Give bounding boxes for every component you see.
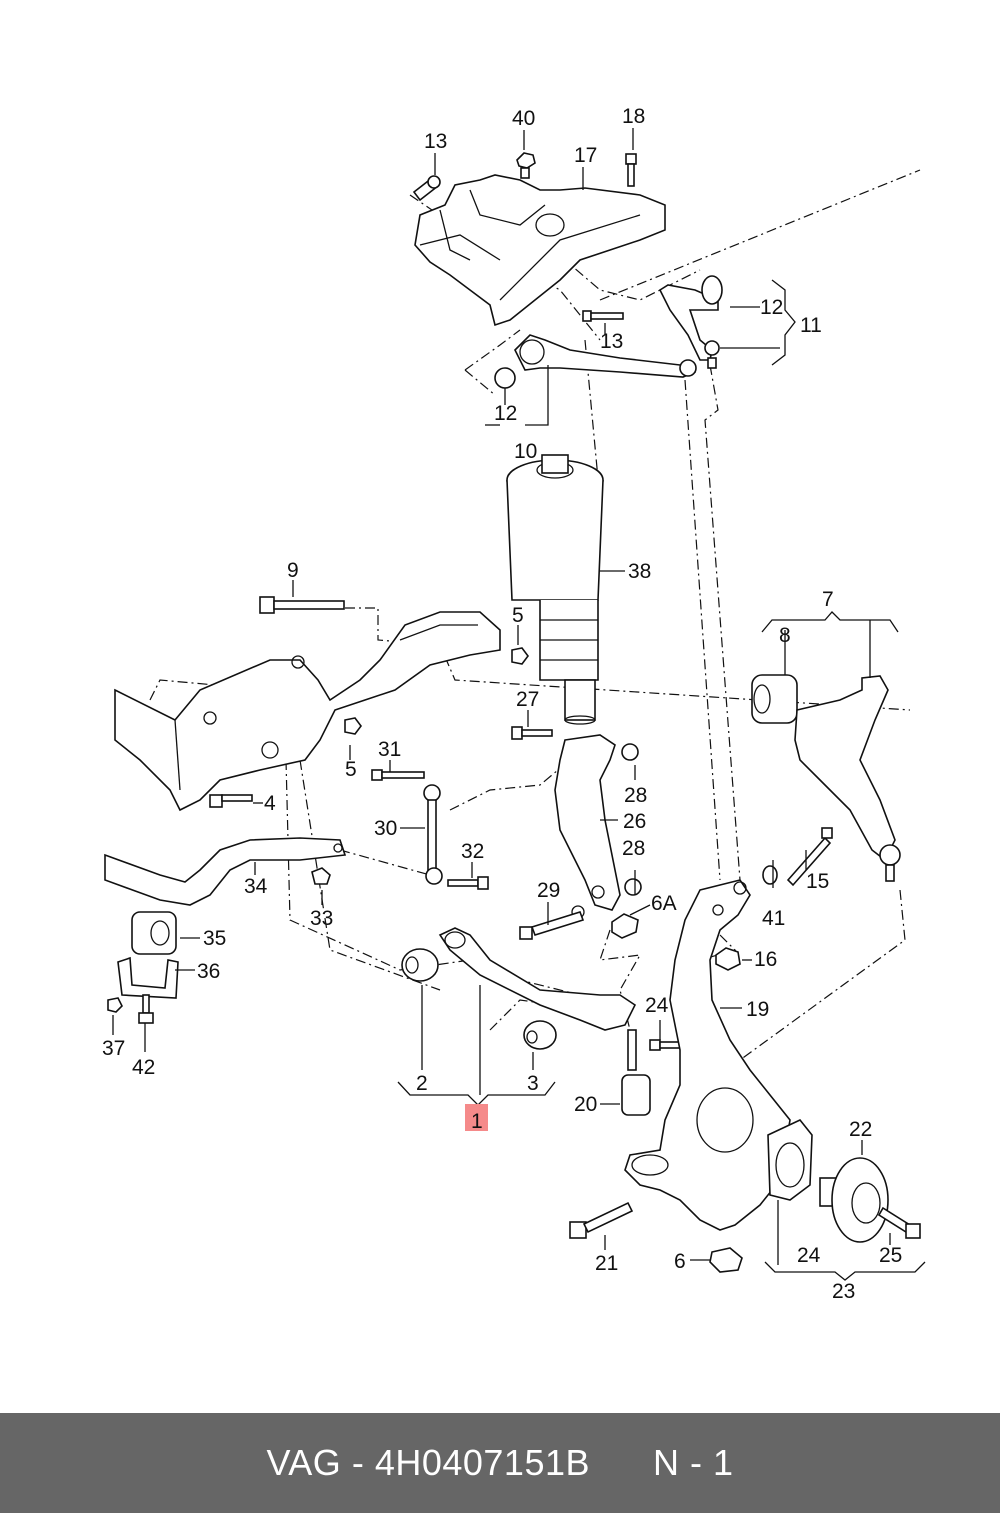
part-number-text: 4H0407151B bbox=[374, 1442, 590, 1483]
bolt-25 bbox=[877, 1206, 921, 1239]
bolt-31 bbox=[371, 769, 425, 781]
nut-28-lower bbox=[624, 878, 642, 896]
part-1-lower-control-arm bbox=[438, 927, 637, 1031]
label-35: 35 bbox=[203, 927, 226, 950]
label-23: 23 bbox=[832, 1280, 855, 1303]
label-25: 25 bbox=[879, 1244, 902, 1267]
label-9: 9 bbox=[287, 559, 299, 582]
label-15: 15 bbox=[806, 870, 829, 893]
label-1: 1 bbox=[471, 1110, 483, 1133]
part-2-bushing bbox=[401, 948, 439, 982]
label-11: 11 bbox=[800, 314, 822, 337]
label-12: 12 bbox=[760, 296, 783, 319]
nut-5-lower bbox=[344, 717, 362, 735]
separator-text: - bbox=[341, 1442, 375, 1483]
label-6A: 6A bbox=[651, 892, 677, 915]
label-17: 17 bbox=[574, 144, 597, 167]
label-37: 37 bbox=[102, 1037, 125, 1060]
nut-6 bbox=[709, 1247, 743, 1273]
label-31: 31 bbox=[378, 738, 401, 761]
position-text: N - 1 bbox=[653, 1442, 734, 1483]
highlight-label-1 bbox=[465, 1104, 488, 1131]
part-35-bushing bbox=[131, 911, 177, 955]
bolt-32 bbox=[447, 876, 489, 890]
bolt-27 bbox=[511, 726, 553, 740]
label-26: 26 bbox=[623, 810, 646, 833]
nut-6A bbox=[611, 913, 639, 939]
label-8: 8 bbox=[779, 624, 791, 647]
label-4: 4 bbox=[264, 792, 276, 815]
nut-16 bbox=[715, 947, 741, 971]
subframe bbox=[114, 611, 501, 812]
brand-text: VAG bbox=[266, 1442, 342, 1483]
label-20: 20 bbox=[574, 1093, 597, 1116]
bolt-15 bbox=[786, 827, 833, 887]
label-10: 10 bbox=[514, 440, 537, 463]
part-34-stabilizer-bar bbox=[104, 837, 347, 906]
label-34: 34 bbox=[244, 875, 268, 898]
label-22: 22 bbox=[849, 1118, 872, 1141]
bolt-21 bbox=[569, 1201, 634, 1239]
label-24: 24 bbox=[645, 994, 669, 1017]
washer-41 bbox=[762, 865, 778, 885]
bolt-42 bbox=[138, 994, 154, 1024]
part-3-bushing bbox=[523, 1020, 557, 1050]
label-30: 30 bbox=[374, 817, 397, 840]
label-16: 16 bbox=[754, 948, 777, 971]
nut-28-upper bbox=[621, 743, 639, 761]
parts-diagram: 13 40 18 17 12 11 13 12 10 38 9 5 7 8 27… bbox=[102, 105, 926, 1303]
part-19-steering-knuckle bbox=[624, 879, 791, 1231]
part-7-lower-control-arm bbox=[751, 674, 901, 882]
bolt-9 bbox=[259, 596, 345, 614]
label-42: 42 bbox=[132, 1056, 155, 1079]
label-27: 27 bbox=[516, 688, 539, 711]
label-12: 12 bbox=[494, 402, 517, 425]
gap bbox=[590, 1442, 653, 1484]
label-28: 28 bbox=[622, 837, 645, 860]
label-33: 33 bbox=[310, 907, 333, 930]
label-38: 38 bbox=[628, 560, 651, 583]
bolt-18 bbox=[625, 153, 637, 187]
label-36: 36 bbox=[197, 960, 220, 983]
part-38-air-strut bbox=[506, 454, 604, 725]
bolt-13-lower bbox=[582, 310, 624, 322]
part-22-wheel-hub bbox=[819, 1157, 889, 1243]
label-24: 24 bbox=[797, 1244, 821, 1267]
label-5: 5 bbox=[512, 604, 524, 627]
bolt-29 bbox=[519, 911, 585, 940]
label-19: 19 bbox=[746, 998, 769, 1021]
nut-33 bbox=[311, 867, 331, 885]
label-7: 7 bbox=[822, 588, 834, 611]
label-21: 21 bbox=[595, 1252, 618, 1275]
label-3: 3 bbox=[527, 1072, 539, 1095]
part-30-coupling-rod bbox=[423, 784, 443, 885]
label-18: 18 bbox=[622, 105, 645, 128]
label-28: 28 bbox=[624, 784, 647, 807]
ball-joint-20 bbox=[621, 1029, 651, 1116]
label-13: 13 bbox=[424, 130, 447, 153]
part-11-upper-control-arm bbox=[658, 275, 723, 369]
nut-37 bbox=[107, 997, 123, 1013]
part-24-wheel-bearing bbox=[767, 1119, 813, 1201]
label-6: 6 bbox=[674, 1250, 686, 1273]
label-40: 40 bbox=[512, 107, 535, 130]
part-labels: 13 40 18 17 12 11 13 12 10 38 9 5 7 8 27… bbox=[102, 105, 902, 1303]
label-5: 5 bbox=[345, 758, 357, 781]
label-32: 32 bbox=[461, 840, 484, 863]
label-29: 29 bbox=[537, 879, 560, 902]
part-10-upper-control-arm bbox=[494, 334, 697, 389]
nut-40 bbox=[516, 152, 536, 179]
label-2: 2 bbox=[416, 1072, 428, 1095]
part-17-strut-mount bbox=[414, 174, 666, 327]
nut-5-upper bbox=[511, 647, 529, 665]
leader-lines bbox=[112, 128, 926, 1281]
bolt-4 bbox=[209, 794, 253, 808]
label-13: 13 bbox=[600, 330, 623, 353]
part-36-clamp bbox=[117, 956, 179, 999]
part-26-damper-fork bbox=[554, 734, 621, 919]
label-41: 41 bbox=[762, 907, 785, 930]
bolt-13-upper bbox=[412, 175, 441, 202]
part-number-footer: VAG - 4H0407151B N - 1 bbox=[0, 1413, 1000, 1513]
